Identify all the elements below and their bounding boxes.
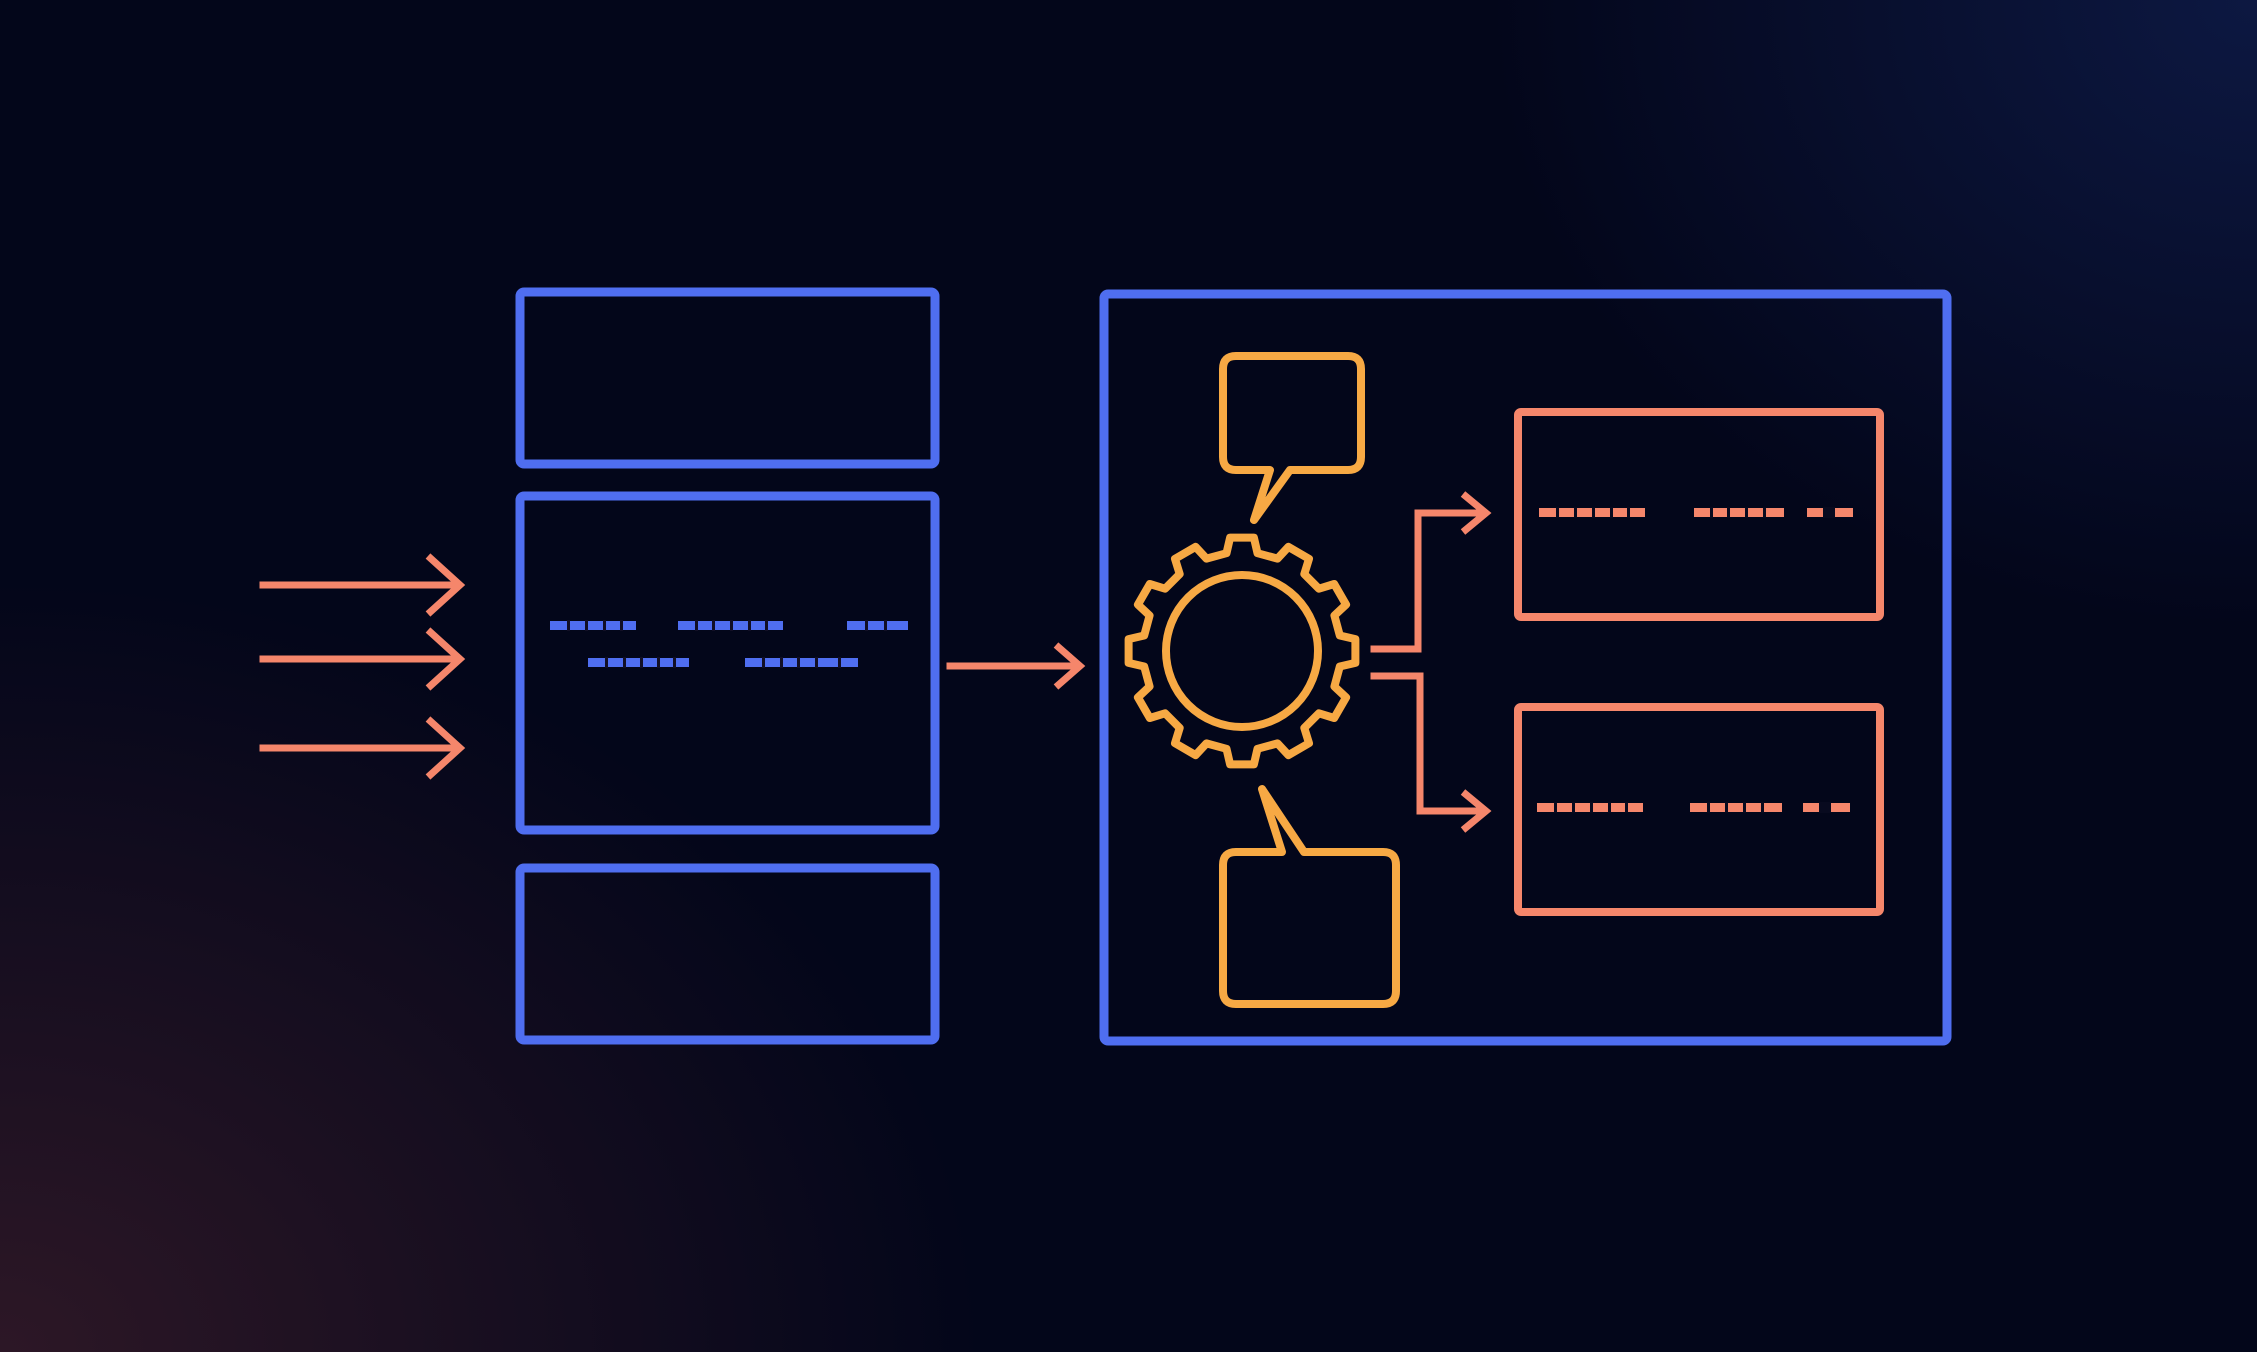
output-panel-1 [1514,408,1884,621]
stack-box-middle [515,491,940,835]
speech-bubble-icon [1219,352,1365,524]
left-stack [515,287,940,1045]
text-placeholder-lines [1539,508,1853,517]
gear-icon [1124,533,1360,769]
stack-box-bottom [515,863,940,1045]
processing-container [1099,289,1952,1046]
input-arrow-2 [259,627,466,691]
speech-bubble-icon [1219,785,1400,1008]
branch-connectors [1370,491,1492,833]
input-arrows [259,553,466,780]
stack-box-top [515,287,940,469]
output-panel-2 [1514,703,1884,916]
input-arrow-1 [259,553,466,617]
text-placeholder-lines [1537,803,1850,812]
input-arrow-3 [259,716,466,780]
connector-arrow [946,642,1086,690]
